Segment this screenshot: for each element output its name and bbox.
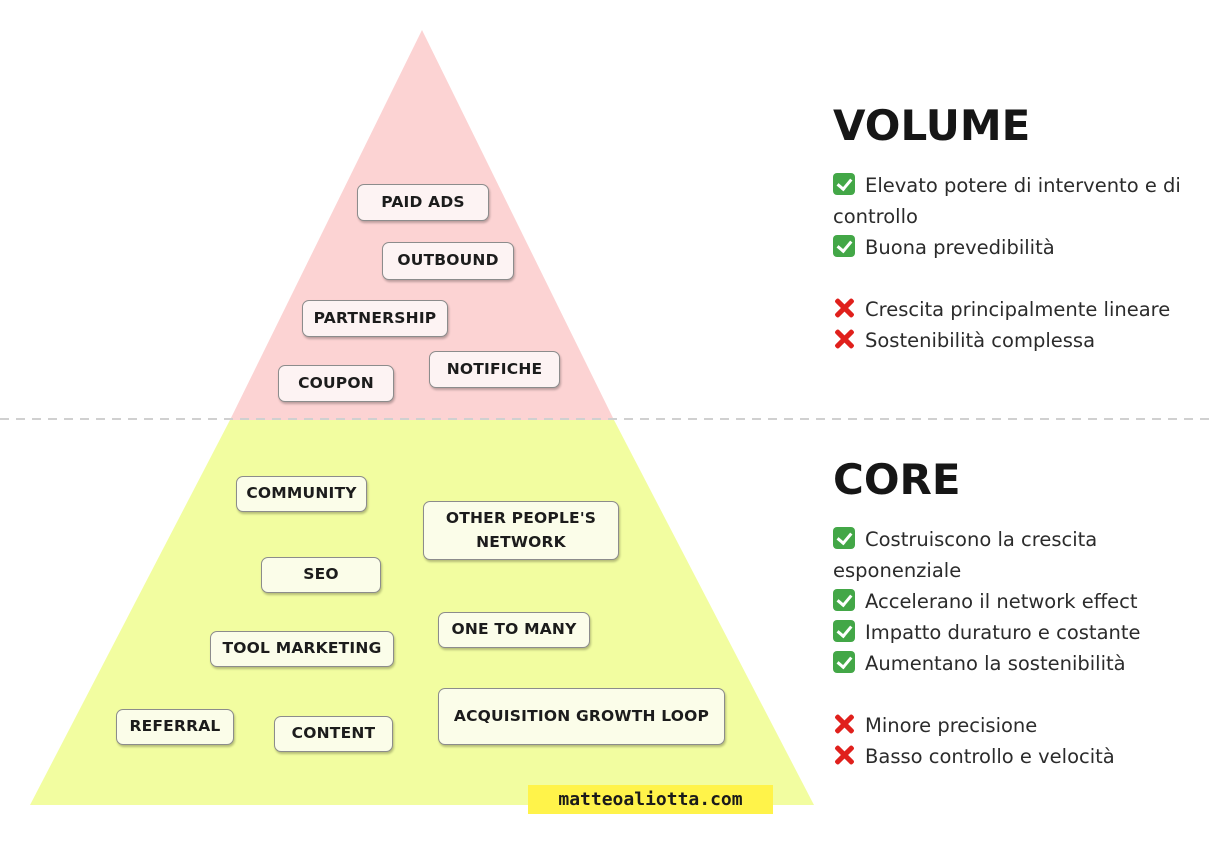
volume-pro-2: Buona prevedibilità: [833, 232, 1193, 263]
tactic-content: CONTENT: [274, 716, 393, 752]
check-icon: [833, 173, 855, 195]
core-con-2: Basso controllo e velocità: [833, 741, 1193, 772]
cross-icon: [833, 713, 855, 735]
core-pro-2: Accelerano il network effect: [833, 586, 1193, 617]
volume-con-1: Crescita principalmente lineare: [833, 294, 1193, 325]
volume-con-2: Sostenibilità complessa: [833, 325, 1193, 356]
core-pro-3: Impatto duraturo e costante: [833, 617, 1193, 648]
core-pro-4: Aumentano la sostenibilità: [833, 648, 1193, 679]
tactic-other-peoples-network: OTHER PEOPLE'S NETWORK: [423, 501, 619, 560]
check-icon: [833, 651, 855, 673]
tactic-coupon: COUPON: [278, 365, 394, 402]
tactic-tool-marketing: TOOL MARKETING: [210, 631, 394, 667]
check-icon: [833, 620, 855, 642]
tactic-paid-ads: PAID ADS: [357, 184, 489, 221]
tactic-seo: SEO: [261, 557, 381, 593]
volume-points: Elevato potere di intervento e di contro…: [833, 170, 1193, 356]
watermark-link[interactable]: matteoaliotta.com: [528, 785, 773, 814]
core-heading: CORE: [833, 455, 961, 504]
cross-icon: [833, 297, 855, 319]
volume-heading: VOLUME: [833, 101, 1031, 150]
tactic-referral: REFERRAL: [116, 709, 234, 745]
check-icon: [833, 235, 855, 257]
core-tier-trapezoid: [30, 420, 814, 805]
volume-pro-1: Elevato potere di intervento e di contro…: [833, 173, 1181, 228]
tactic-notifiche: NOTIFICHE: [429, 351, 560, 388]
tactic-acquisition-growth-loop: ACQUISITION GROWTH LOOP: [438, 688, 725, 745]
tactic-outbound: OUTBOUND: [382, 242, 514, 280]
check-icon: [833, 589, 855, 611]
core-con-1: Minore precisione: [833, 710, 1193, 741]
core-points: Costruiscono la crescita esponenziale Ac…: [833, 524, 1193, 772]
check-icon: [833, 527, 855, 549]
cross-icon: [833, 744, 855, 766]
tactic-one-to-many: ONE TO MANY: [438, 612, 590, 648]
tactic-community: COMMUNITY: [236, 476, 367, 512]
cross-icon: [833, 328, 855, 350]
tactic-partnership: PARTNERSHIP: [302, 300, 448, 337]
core-pro-1: Costruiscono la crescita esponenziale: [833, 527, 1098, 582]
